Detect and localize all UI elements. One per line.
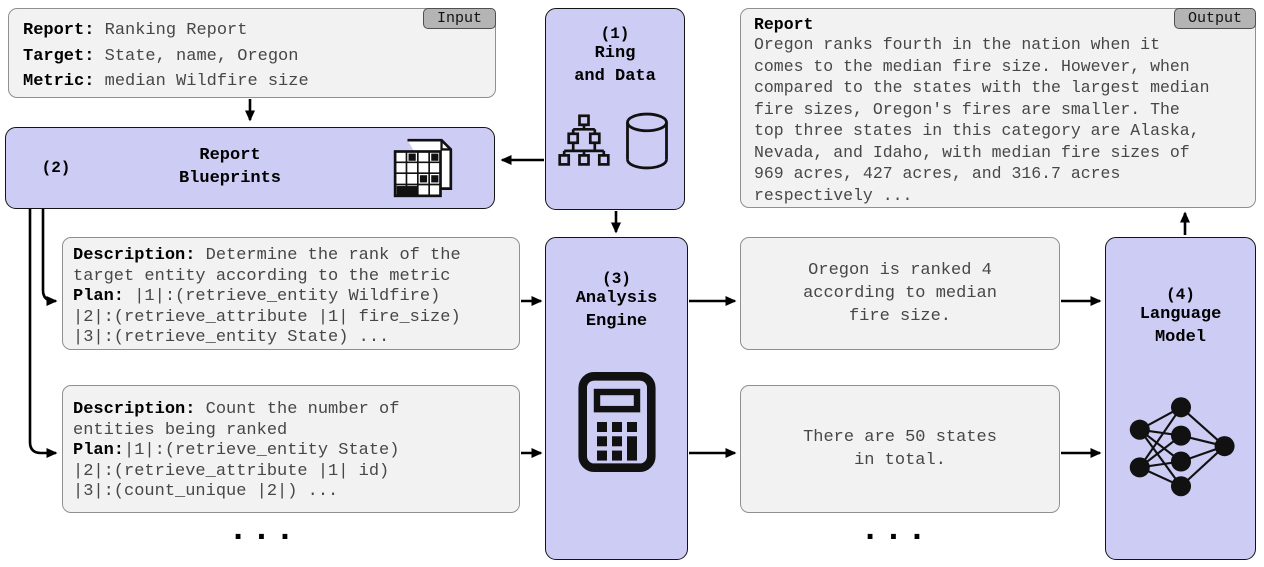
neural-network-icon bbox=[1129, 397, 1235, 497]
analysis-engine-box: (3) Analysis Engine bbox=[545, 237, 688, 560]
blueprint1-box: Description: Determine the rank of the t… bbox=[62, 237, 520, 350]
arrow-blueprints-to-blueprint2 bbox=[28, 209, 58, 458]
input-box: Input Report: Ranking Report Target: Sta… bbox=[8, 8, 496, 98]
output-report-text: Oregon ranks fourth in the nation when i… bbox=[754, 35, 1210, 205]
input-report-label: Report: bbox=[23, 21, 95, 40]
blueprint1-plan: |1|:(retrieve_entity Wildfire) |2|:(retr… bbox=[73, 287, 461, 347]
result2-box: There are 50 states in total. bbox=[740, 385, 1060, 513]
hierarchy-icon bbox=[558, 114, 610, 166]
database-icon bbox=[626, 112, 668, 170]
language-model-title: Language Model bbox=[1139, 305, 1222, 347]
ring-and-data-box: (1) Ring and Data bbox=[545, 8, 685, 210]
output-heading: Report bbox=[754, 15, 814, 34]
blueprint2-text: Description: Count the number of entitie… bbox=[63, 386, 519, 511]
input-line-report: Report: Ranking Report bbox=[23, 18, 481, 44]
blueprint2-box: Description: Count the number of entitie… bbox=[62, 385, 520, 513]
input-metric-label: Metric: bbox=[23, 72, 95, 91]
input-metric-value: median Wildfire size bbox=[94, 72, 309, 91]
input-line-metric: Metric: median Wildfire size bbox=[23, 69, 481, 95]
language-model-number: (4) bbox=[1166, 286, 1195, 304]
result1-text: Oregon is ranked 4 according to median f… bbox=[803, 261, 997, 326]
input-target-value: State, name, Oregon bbox=[94, 46, 299, 66]
result2-text: There are 50 states in total. bbox=[803, 428, 997, 470]
blueprint-icon-wrap bbox=[354, 137, 494, 199]
analysis-engine-title: Analysis Engine bbox=[575, 289, 658, 331]
ring-and-data-number: (1) bbox=[600, 25, 630, 43]
input-badge: Input bbox=[422, 8, 496, 29]
blueprint1-description-label: Description: bbox=[73, 246, 196, 265]
blueprint1-text: Description: Determine the rank of the t… bbox=[63, 238, 519, 357]
results-ellipsis: ... bbox=[859, 512, 931, 550]
language-model-box: (4) Language Model bbox=[1105, 237, 1256, 560]
blueprint2-plan: |1|:(retrieve_entity State) |2|:(retriev… bbox=[73, 441, 400, 501]
input-target-label: Target: bbox=[23, 46, 95, 66]
analysis-engine-number: (3) bbox=[602, 270, 631, 288]
ring-and-data-title: Ring and Data bbox=[574, 44, 656, 86]
input-line-target: Target: State, name, Oregon bbox=[23, 44, 481, 70]
blueprint1-description: Determine the rank of the target entity … bbox=[73, 246, 461, 286]
calculator-icon bbox=[577, 371, 656, 472]
blueprints-ellipsis: ... bbox=[227, 512, 299, 550]
blueprint2-description-label: Description: bbox=[73, 400, 196, 419]
blueprint1-plan-label: Plan: bbox=[73, 287, 125, 306]
input-report-value: Ranking Report bbox=[94, 21, 248, 40]
blueprint-grid-icon bbox=[393, 138, 453, 198]
arrow-blueprints-to-blueprint1 bbox=[41, 209, 58, 306]
output-box: Output Report Oregon ranks fourth in the… bbox=[740, 8, 1256, 208]
output-badge: Output bbox=[1173, 8, 1256, 29]
blueprint2-description: Count the number of entities being ranke… bbox=[73, 400, 400, 440]
report-blueprints-title: Report Blueprints bbox=[178, 146, 282, 188]
result1-box: Oregon is ranked 4 according to median f… bbox=[740, 237, 1060, 350]
report-blueprints-box: (2) Report Blueprints bbox=[5, 127, 495, 209]
report-blueprints-number: (2) bbox=[41, 159, 71, 177]
blueprint2-plan-label: Plan: bbox=[73, 441, 125, 460]
